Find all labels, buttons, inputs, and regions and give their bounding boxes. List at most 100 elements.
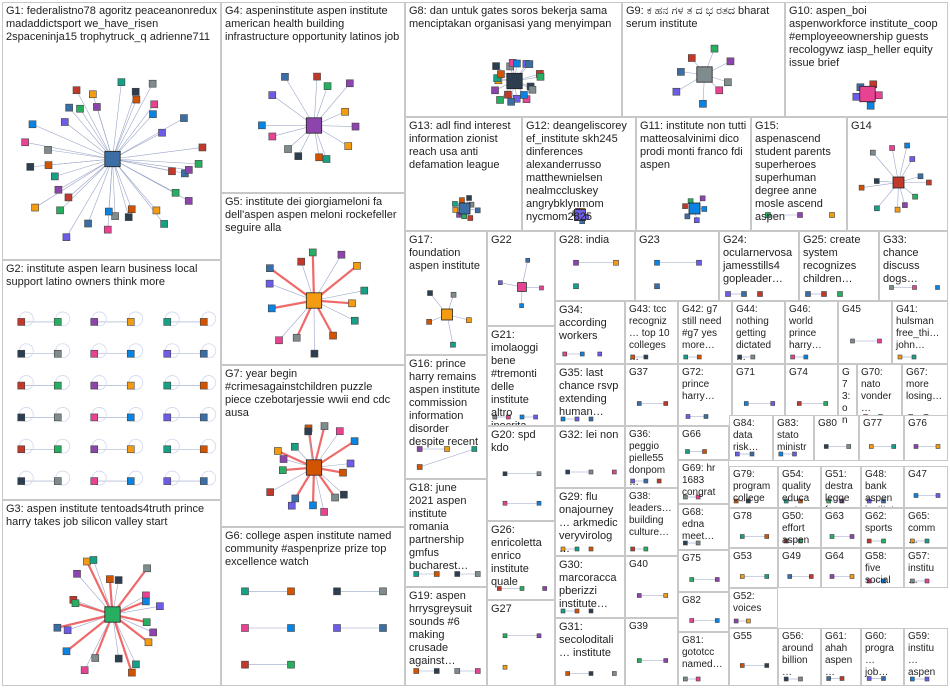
vertex-avatar	[143, 564, 151, 573]
vertex-avatar	[643, 546, 649, 552]
group-label: G42: g7 still need #g7 yes more…	[682, 304, 725, 351]
vertex-avatar	[685, 414, 691, 419]
group-g55: G55	[729, 628, 778, 686]
group-g27: G27	[487, 600, 555, 686]
vertex-avatar	[350, 437, 359, 445]
vertex-avatar	[241, 660, 249, 669]
group-g51: G51: destra legge former…	[821, 466, 861, 508]
group-label: G67: more losing…	[906, 367, 943, 402]
group-network	[630, 478, 662, 484]
vertex-avatar	[525, 60, 534, 68]
vertex-avatar	[560, 416, 566, 422]
group-network	[562, 351, 603, 357]
edge	[34, 158, 113, 208]
vertex-avatar	[287, 501, 296, 510]
vertex-avatar	[741, 291, 747, 297]
group-network	[241, 587, 387, 669]
edge	[112, 158, 132, 210]
group-network	[416, 446, 478, 470]
vertex-avatar	[612, 671, 617, 676]
vertex-avatar	[266, 488, 274, 496]
vertex-avatar	[17, 318, 26, 326]
vertex-avatar	[829, 212, 835, 218]
vertex-avatar	[630, 478, 635, 484]
vertex-avatar	[654, 259, 660, 266]
vertex-avatar	[703, 414, 709, 419]
group-g39: G39	[625, 618, 678, 686]
group-network	[866, 498, 886, 504]
group-network	[265, 248, 369, 358]
vertex-avatar	[733, 618, 739, 624]
vertex-avatar	[450, 341, 456, 348]
vertex-avatar	[72, 86, 81, 95]
vertex-avatar	[294, 152, 303, 160]
vertex-avatar	[180, 114, 188, 122]
group-label: G12: deangeliscorey ef_institute skh245 …	[526, 120, 630, 223]
vertex-avatar	[292, 333, 301, 342]
edge	[112, 158, 173, 172]
vertex-avatar	[241, 587, 249, 596]
vertex-avatar	[279, 455, 288, 463]
group-label: G29: flu onajourney… arkmedic veryvirolo…	[559, 491, 621, 555]
vertex-avatar	[613, 259, 619, 266]
group-g64: G64	[821, 548, 861, 588]
vertex-avatar	[875, 91, 883, 100]
vertex-avatar	[837, 291, 843, 297]
vertex-avatar	[454, 668, 461, 674]
group-g54: G54: quality educa… top	[778, 466, 821, 508]
vertex-avatar	[53, 318, 62, 326]
vertex-avatar	[333, 587, 341, 596]
vertex-avatar	[695, 540, 701, 546]
vertex-avatar	[444, 446, 450, 452]
group-label: G19: aspen hrrysgreysuit sounds #6 makin…	[409, 590, 476, 667]
vertex-avatar	[53, 477, 62, 485]
vertex-avatar	[874, 205, 880, 212]
group-network	[910, 538, 930, 544]
group-label: G55	[733, 631, 752, 642]
vertex-avatar	[536, 633, 542, 639]
hub-vertex-avatar	[892, 176, 905, 189]
vertex-avatar	[168, 167, 176, 176]
vertex-avatar	[685, 449, 690, 454]
group-network	[778, 451, 797, 457]
vertex-avatar	[739, 574, 745, 579]
group-label: G13: adl find interest information zioni…	[409, 120, 514, 171]
vertex-avatar	[467, 215, 474, 221]
group-g46: G46: world prince harry…	[785, 301, 838, 364]
vertex-avatar	[163, 318, 172, 326]
vertex-avatar	[427, 290, 433, 296]
vertex-avatar	[519, 414, 525, 420]
group-label: G81: gototcc named…	[682, 635, 723, 670]
vertex-avatar	[127, 205, 136, 214]
vertex-avatar	[743, 401, 749, 406]
group-network	[53, 556, 164, 677]
group-g57: G57: institu… aspen…	[904, 548, 948, 588]
group-label: G58: five social…	[865, 551, 891, 586]
edge	[93, 559, 113, 615]
vertex-avatar	[199, 445, 208, 454]
hub-vertex-avatar	[574, 209, 586, 221]
group-g32: G32: lei non	[555, 426, 625, 488]
group-g7: G7: year begin #crimesagainstchildren pu…	[221, 365, 405, 527]
vertex-avatar	[536, 500, 542, 506]
group-g8: G8: dan untuk gates soros bekerja sama m…	[405, 2, 622, 117]
group-g36: G36: peggio pielle55 donpom…	[625, 426, 678, 488]
vertex-avatar	[574, 416, 580, 422]
group-label: G43: tcc recogniz… top 10 colleges…	[629, 304, 673, 363]
hub-vertex-avatar	[506, 72, 523, 90]
vertex-avatar	[912, 193, 918, 200]
vertex-avatar	[84, 219, 92, 228]
group-label: G76	[908, 418, 927, 429]
group-g77: G77	[859, 415, 904, 461]
edge	[112, 82, 122, 160]
vertex-avatar	[304, 427, 312, 436]
vertex-avatar	[284, 145, 292, 153]
vertex-avatar	[126, 413, 135, 422]
edge	[58, 158, 113, 190]
group-network	[796, 401, 829, 406]
vertex-avatar	[866, 101, 875, 110]
vertex-avatar	[340, 490, 348, 499]
group-g26: G26: enricoletta enrico institute quale	[487, 521, 555, 600]
group-g59: G59: institu… aspen…	[904, 628, 948, 686]
group-label: G28: india	[559, 234, 610, 246]
